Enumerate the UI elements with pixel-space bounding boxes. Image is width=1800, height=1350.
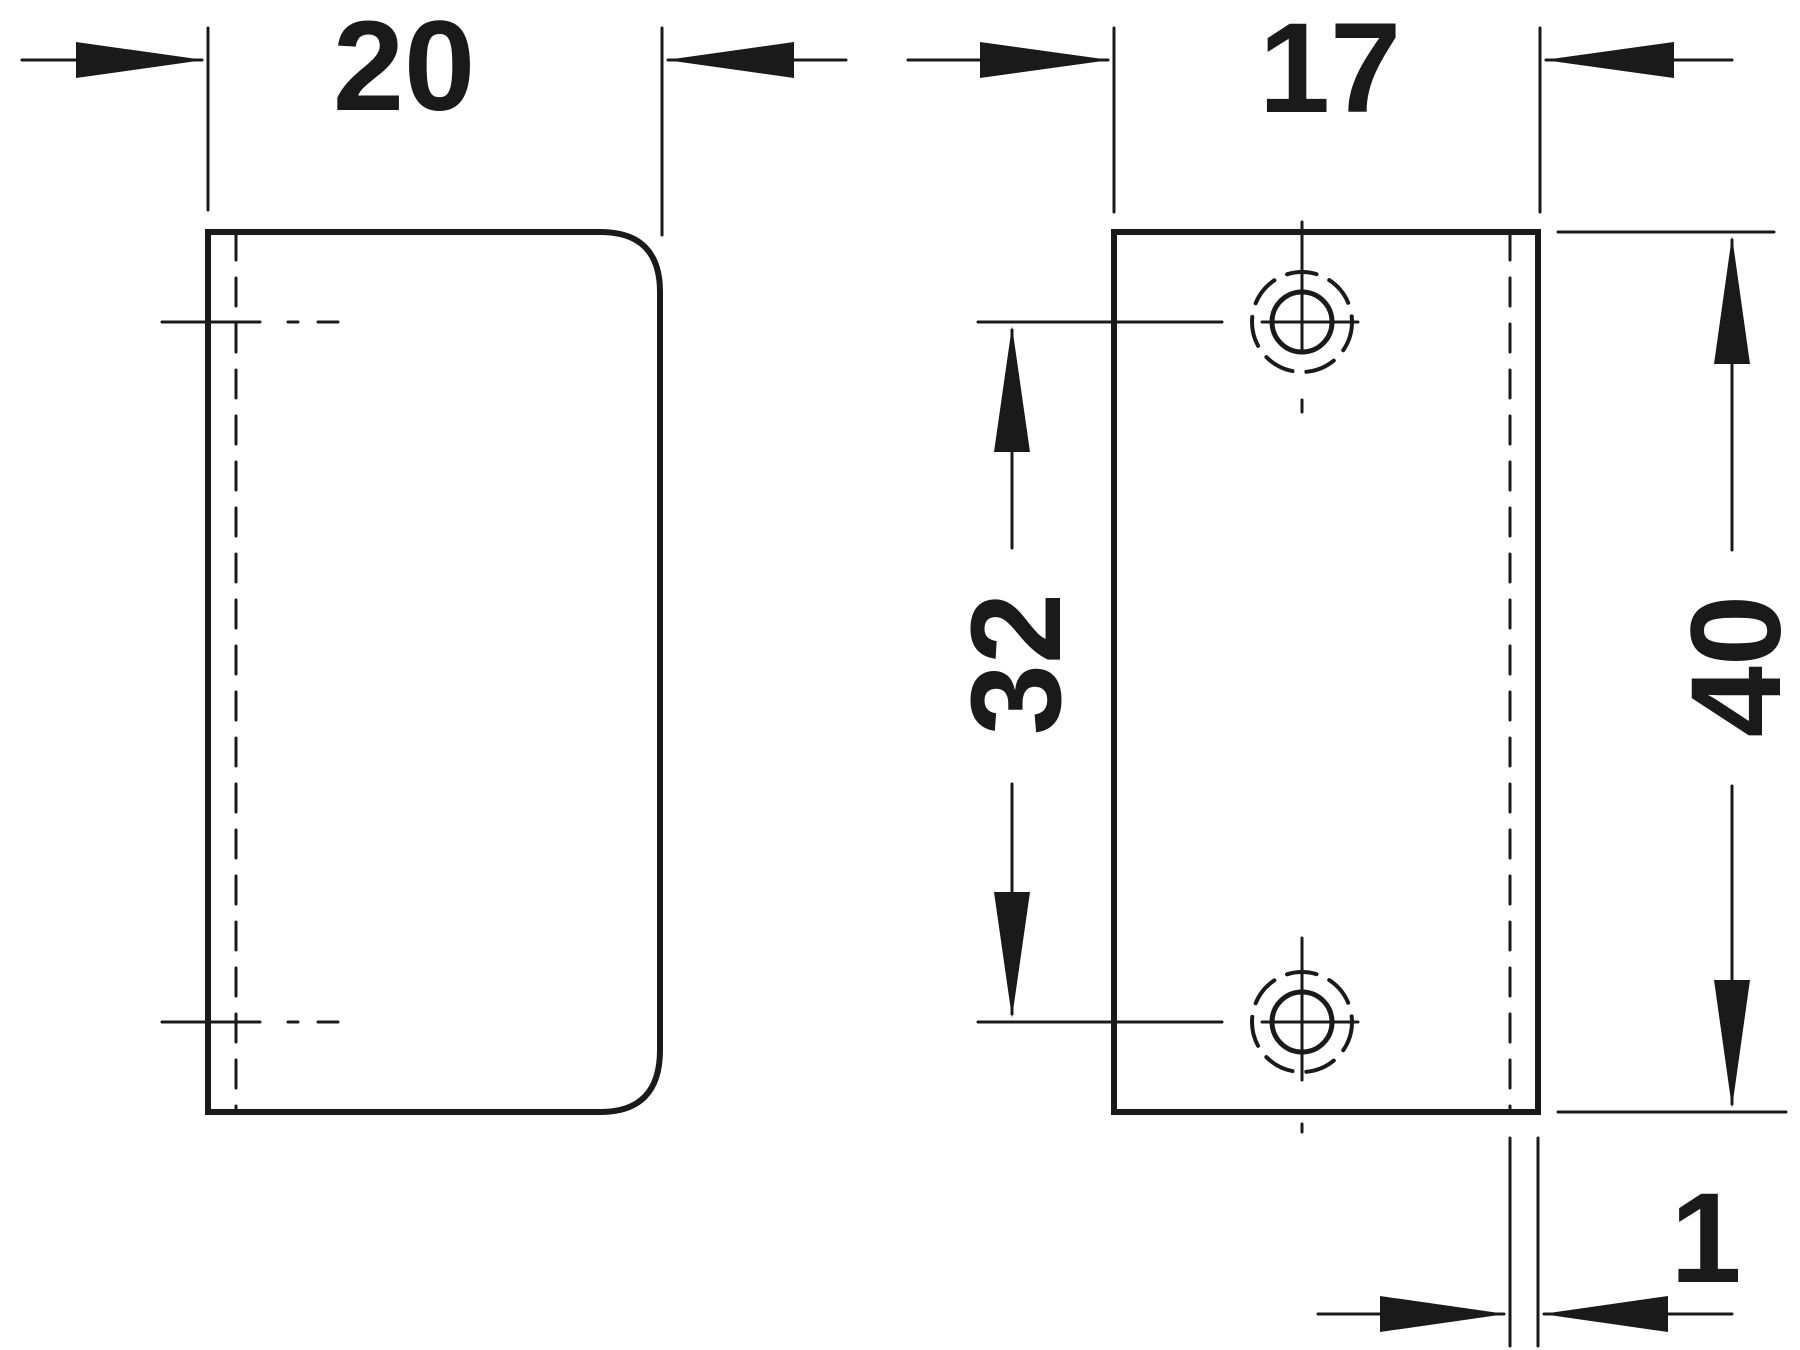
dimension-width-left xyxy=(20,26,848,237)
dimension-offset xyxy=(1316,1136,1734,1348)
side-view-outline xyxy=(205,229,663,1115)
arrow-head xyxy=(994,892,1030,1018)
dimension-label-width-right: 17 xyxy=(1259,0,1401,140)
dimension-label-hole-spacing: 32 xyxy=(945,593,1088,735)
dimension-label-height: 40 xyxy=(1665,595,1800,737)
front-view xyxy=(1111,220,1541,1134)
dimension-label-offset: 1 xyxy=(1670,1167,1741,1310)
arrow-head xyxy=(76,42,204,78)
side-view xyxy=(160,229,663,1115)
arrow-head xyxy=(1542,1296,1668,1332)
arrow-head xyxy=(1714,980,1750,1108)
arrow-head xyxy=(1544,42,1674,78)
arrow-head xyxy=(1380,1296,1506,1332)
dimension-label-width-left: 20 xyxy=(333,0,475,138)
dimension-hole-spacing xyxy=(976,320,1224,1024)
mounting-hole-top xyxy=(1250,220,1360,414)
arrow-head xyxy=(980,42,1110,78)
dimension-height xyxy=(1556,230,1788,1114)
arrow-head xyxy=(1714,236,1750,364)
front-view-outline xyxy=(1111,229,1541,1115)
mounting-hole-bottom xyxy=(1250,936,1360,1134)
arrow-head xyxy=(666,42,794,78)
arrow-head xyxy=(994,326,1030,452)
dimension-width-right xyxy=(906,26,1734,214)
